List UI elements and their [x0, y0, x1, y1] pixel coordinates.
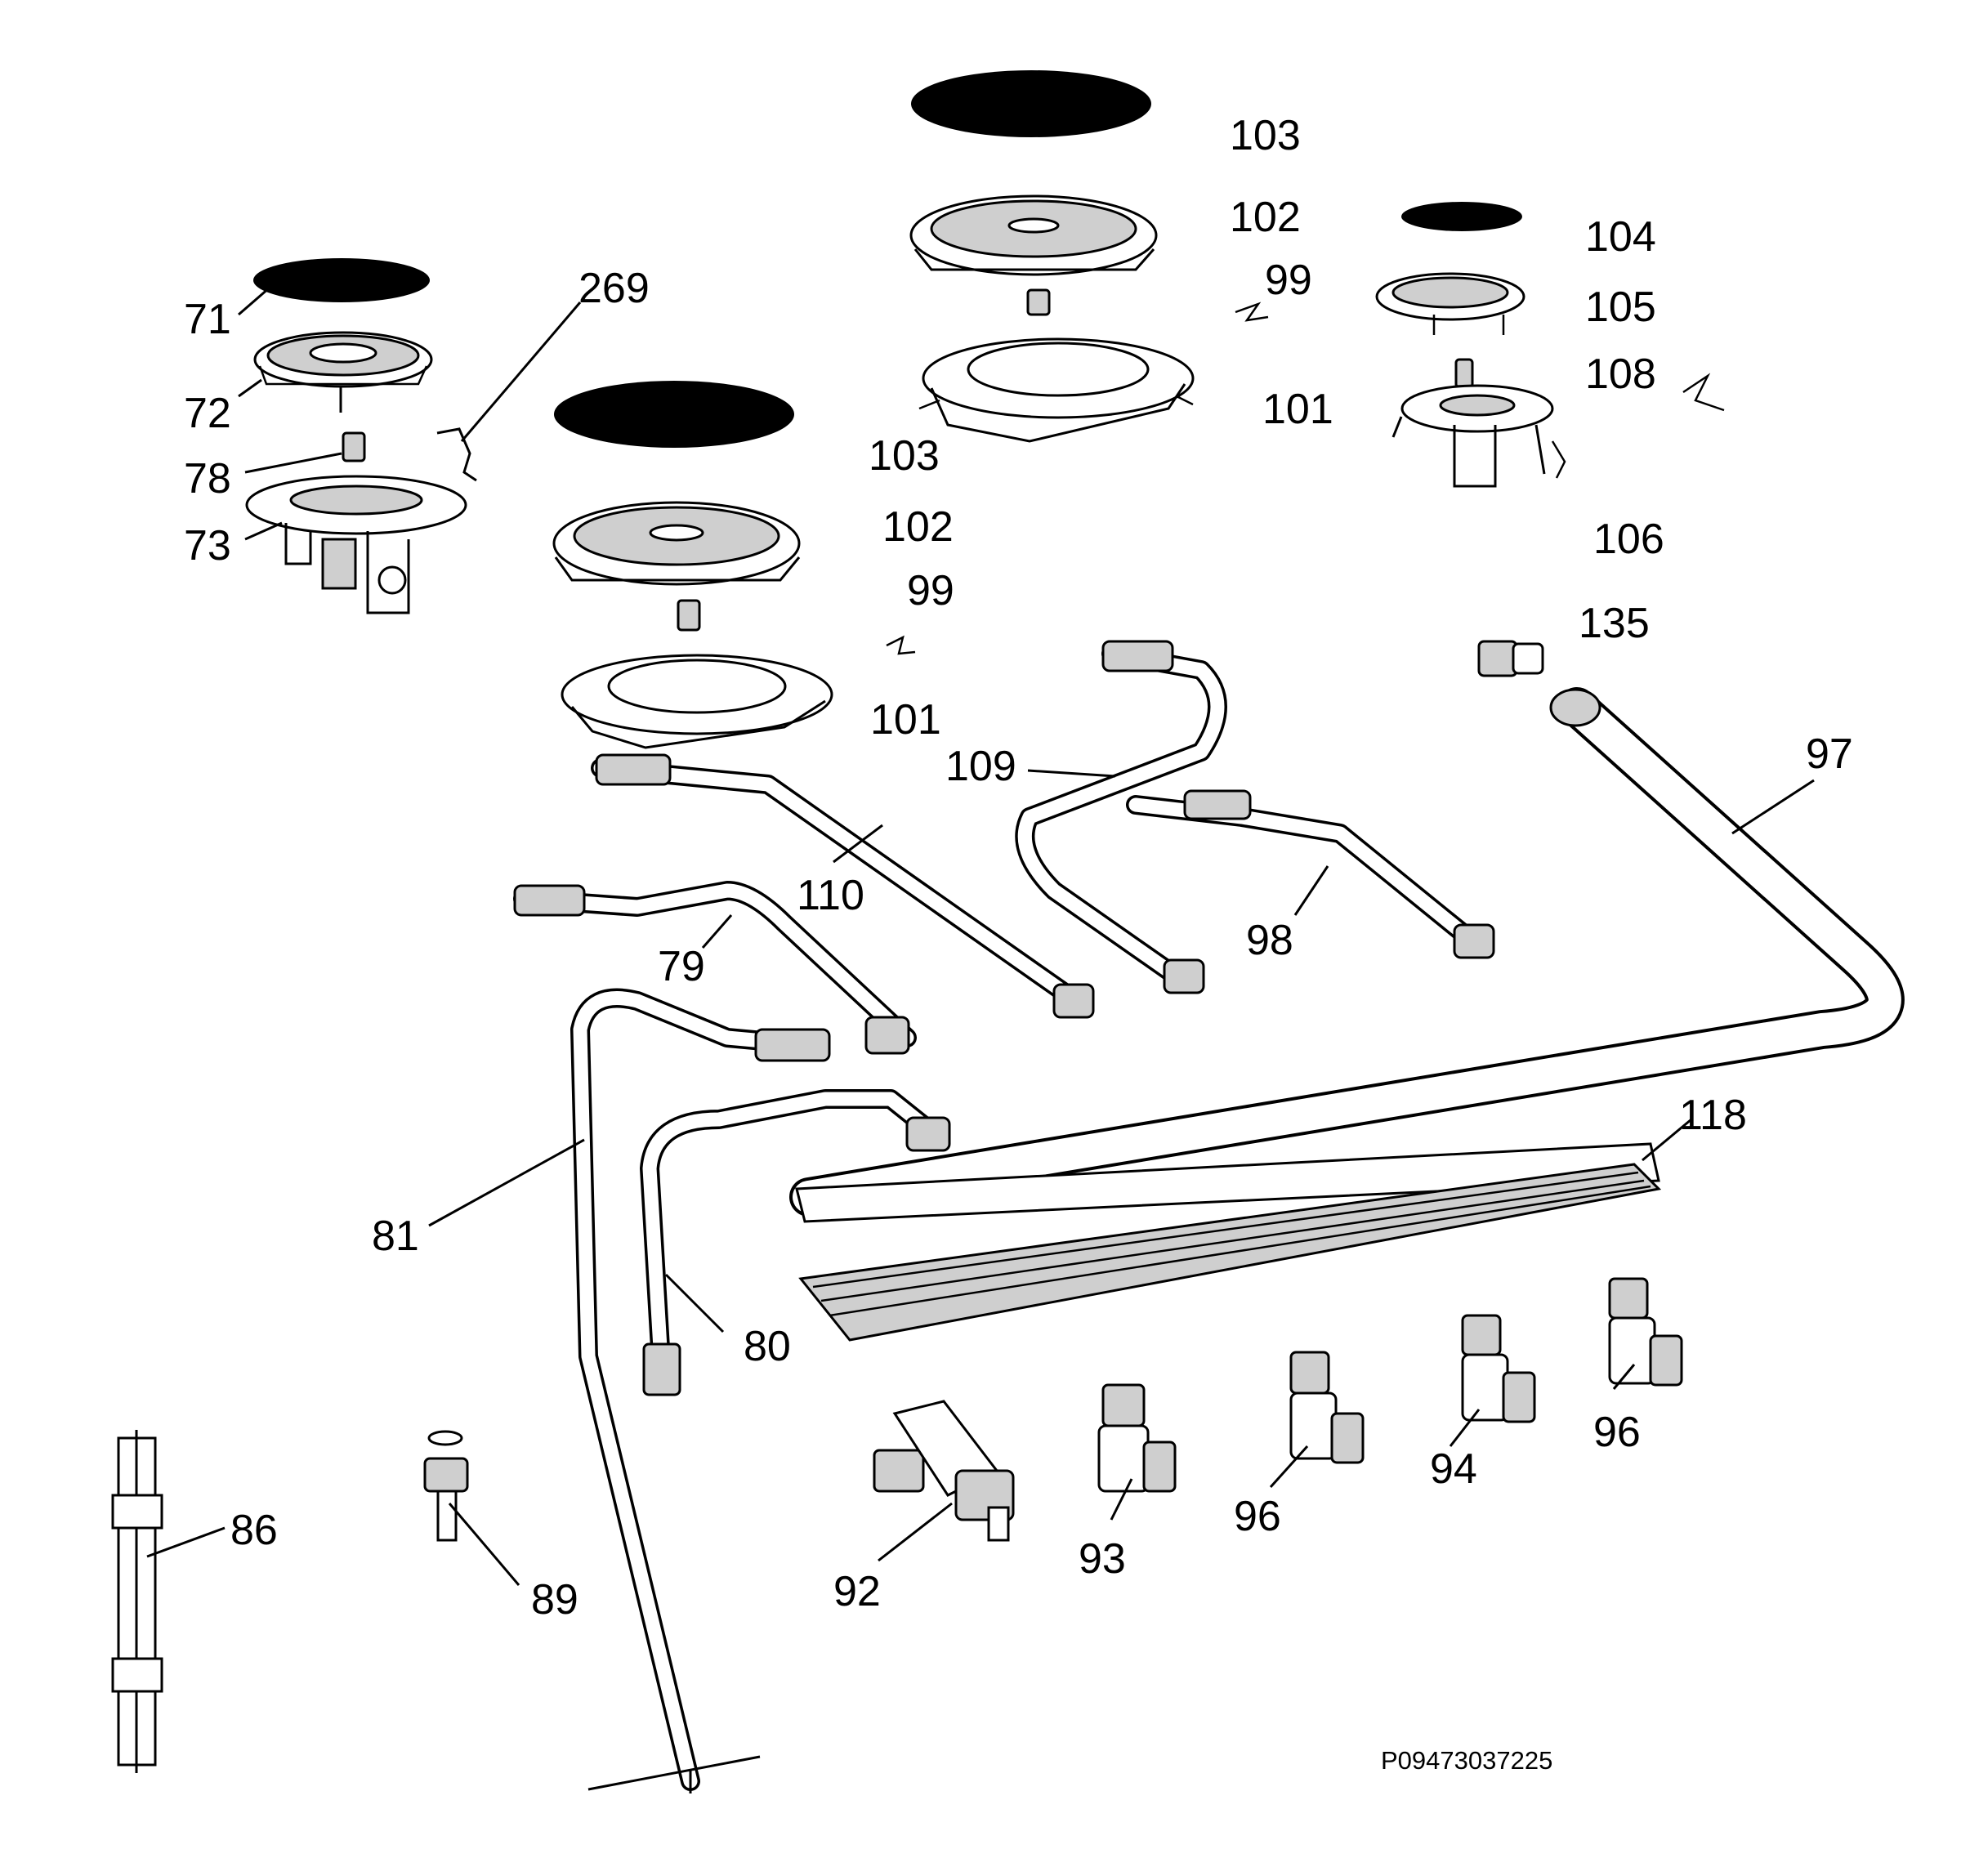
- part-99-injector-lower: [677, 599, 701, 632]
- part-97-manifold-pipe: [789, 687, 1905, 1217]
- label-108: 108: [1585, 351, 1656, 398]
- part-269-clip: [436, 427, 477, 482]
- part-102-spreader-lower: [552, 501, 801, 586]
- label-96-b: 96: [1593, 1409, 1641, 1456]
- label-105: 105: [1585, 284, 1656, 331]
- label-96-a: 96: [1234, 1493, 1281, 1540]
- part-103-cap-top: [911, 70, 1151, 137]
- label-93: 93: [1079, 1535, 1126, 1583]
- label-109: 109: [945, 743, 1016, 790]
- label-106: 106: [1593, 516, 1664, 563]
- label-97: 97: [1806, 730, 1853, 778]
- label-98: 98: [1246, 917, 1293, 964]
- part-number-labels: 71 72 78 73 269 103 102 99 101 103 102 9…: [184, 112, 1853, 1775]
- part-102-spreader-top: [909, 194, 1158, 276]
- small-burner-assembly-right: [1375, 202, 1725, 677]
- part-108-injector: [1454, 358, 1474, 389]
- part-104-cap: [1401, 202, 1522, 231]
- label-103-lower: 103: [869, 432, 940, 480]
- label-72: 72: [184, 390, 231, 437]
- part-92-valve: [873, 1400, 1015, 1542]
- part-110-pipe: [591, 753, 1095, 1019]
- label-102-top: 102: [1230, 194, 1301, 241]
- diagram-code: P09473037225: [1381, 1746, 1552, 1775]
- part-98-pipe: [1126, 789, 1495, 959]
- part-108-spring: [1682, 373, 1725, 412]
- part-101-body-top: [918, 337, 1195, 443]
- label-101-lower: 101: [870, 696, 941, 744]
- part-96-valve-a: [1289, 1351, 1365, 1464]
- small-burner-assembly: [245, 258, 477, 614]
- label-99-top: 99: [1265, 257, 1312, 304]
- part-99-spring-lower: [886, 635, 916, 655]
- part-101-body-lower: [561, 654, 833, 749]
- part-78-injector: [342, 431, 366, 462]
- part-80-pipe: [640, 1089, 951, 1396]
- label-269: 269: [578, 265, 650, 312]
- gas-pipes: [513, 640, 1905, 1793]
- part-73-burner-body: [245, 475, 467, 614]
- label-110: 110: [797, 872, 864, 919]
- part-106-body: [1391, 384, 1566, 488]
- part-86-rail: [111, 1430, 163, 1773]
- label-92: 92: [833, 1568, 881, 1615]
- part-79-pipe: [513, 881, 917, 1055]
- part-94-valve: [1461, 1314, 1536, 1423]
- part-105-spreader: [1375, 272, 1525, 335]
- part-99-spring-top: [1235, 302, 1269, 322]
- label-135: 135: [1579, 600, 1650, 647]
- label-118: 118: [1679, 1092, 1747, 1139]
- part-72-flame-spreader: [253, 331, 433, 413]
- label-101-top: 101: [1262, 386, 1333, 433]
- label-86: 86: [230, 1507, 278, 1554]
- label-94: 94: [1430, 1445, 1477, 1493]
- part-81-pipe: [570, 988, 831, 1793]
- label-89: 89: [531, 1576, 578, 1624]
- part-93-valve: [1097, 1383, 1177, 1493]
- large-burner-assembly-lower: [552, 381, 916, 749]
- label-99-lower: 99: [907, 567, 954, 614]
- label-81: 81: [372, 1213, 419, 1260]
- part-118-panel: [795, 1142, 1662, 1342]
- label-73: 73: [184, 522, 231, 570]
- part-103-cap-lower: [554, 381, 794, 448]
- label-78: 78: [184, 455, 231, 502]
- label-79: 79: [658, 943, 705, 990]
- label-104: 104: [1585, 213, 1656, 261]
- label-102-lower: 102: [882, 503, 954, 551]
- part-71-cap: [253, 258, 430, 302]
- part-96-valve-b: [1608, 1277, 1683, 1387]
- part-89-screw: [423, 1430, 469, 1542]
- leader-lines: [146, 286, 1815, 1586]
- part-109-pipe: [1015, 640, 1227, 994]
- part-135-connector: [1477, 640, 1544, 677]
- gas-valves: [873, 1277, 1683, 1542]
- label-80: 80: [744, 1323, 791, 1370]
- label-71: 71: [184, 296, 231, 343]
- label-103-top: 103: [1230, 112, 1301, 159]
- large-burner-assembly-top: [909, 70, 1269, 443]
- part-99-injector-top: [1026, 288, 1051, 316]
